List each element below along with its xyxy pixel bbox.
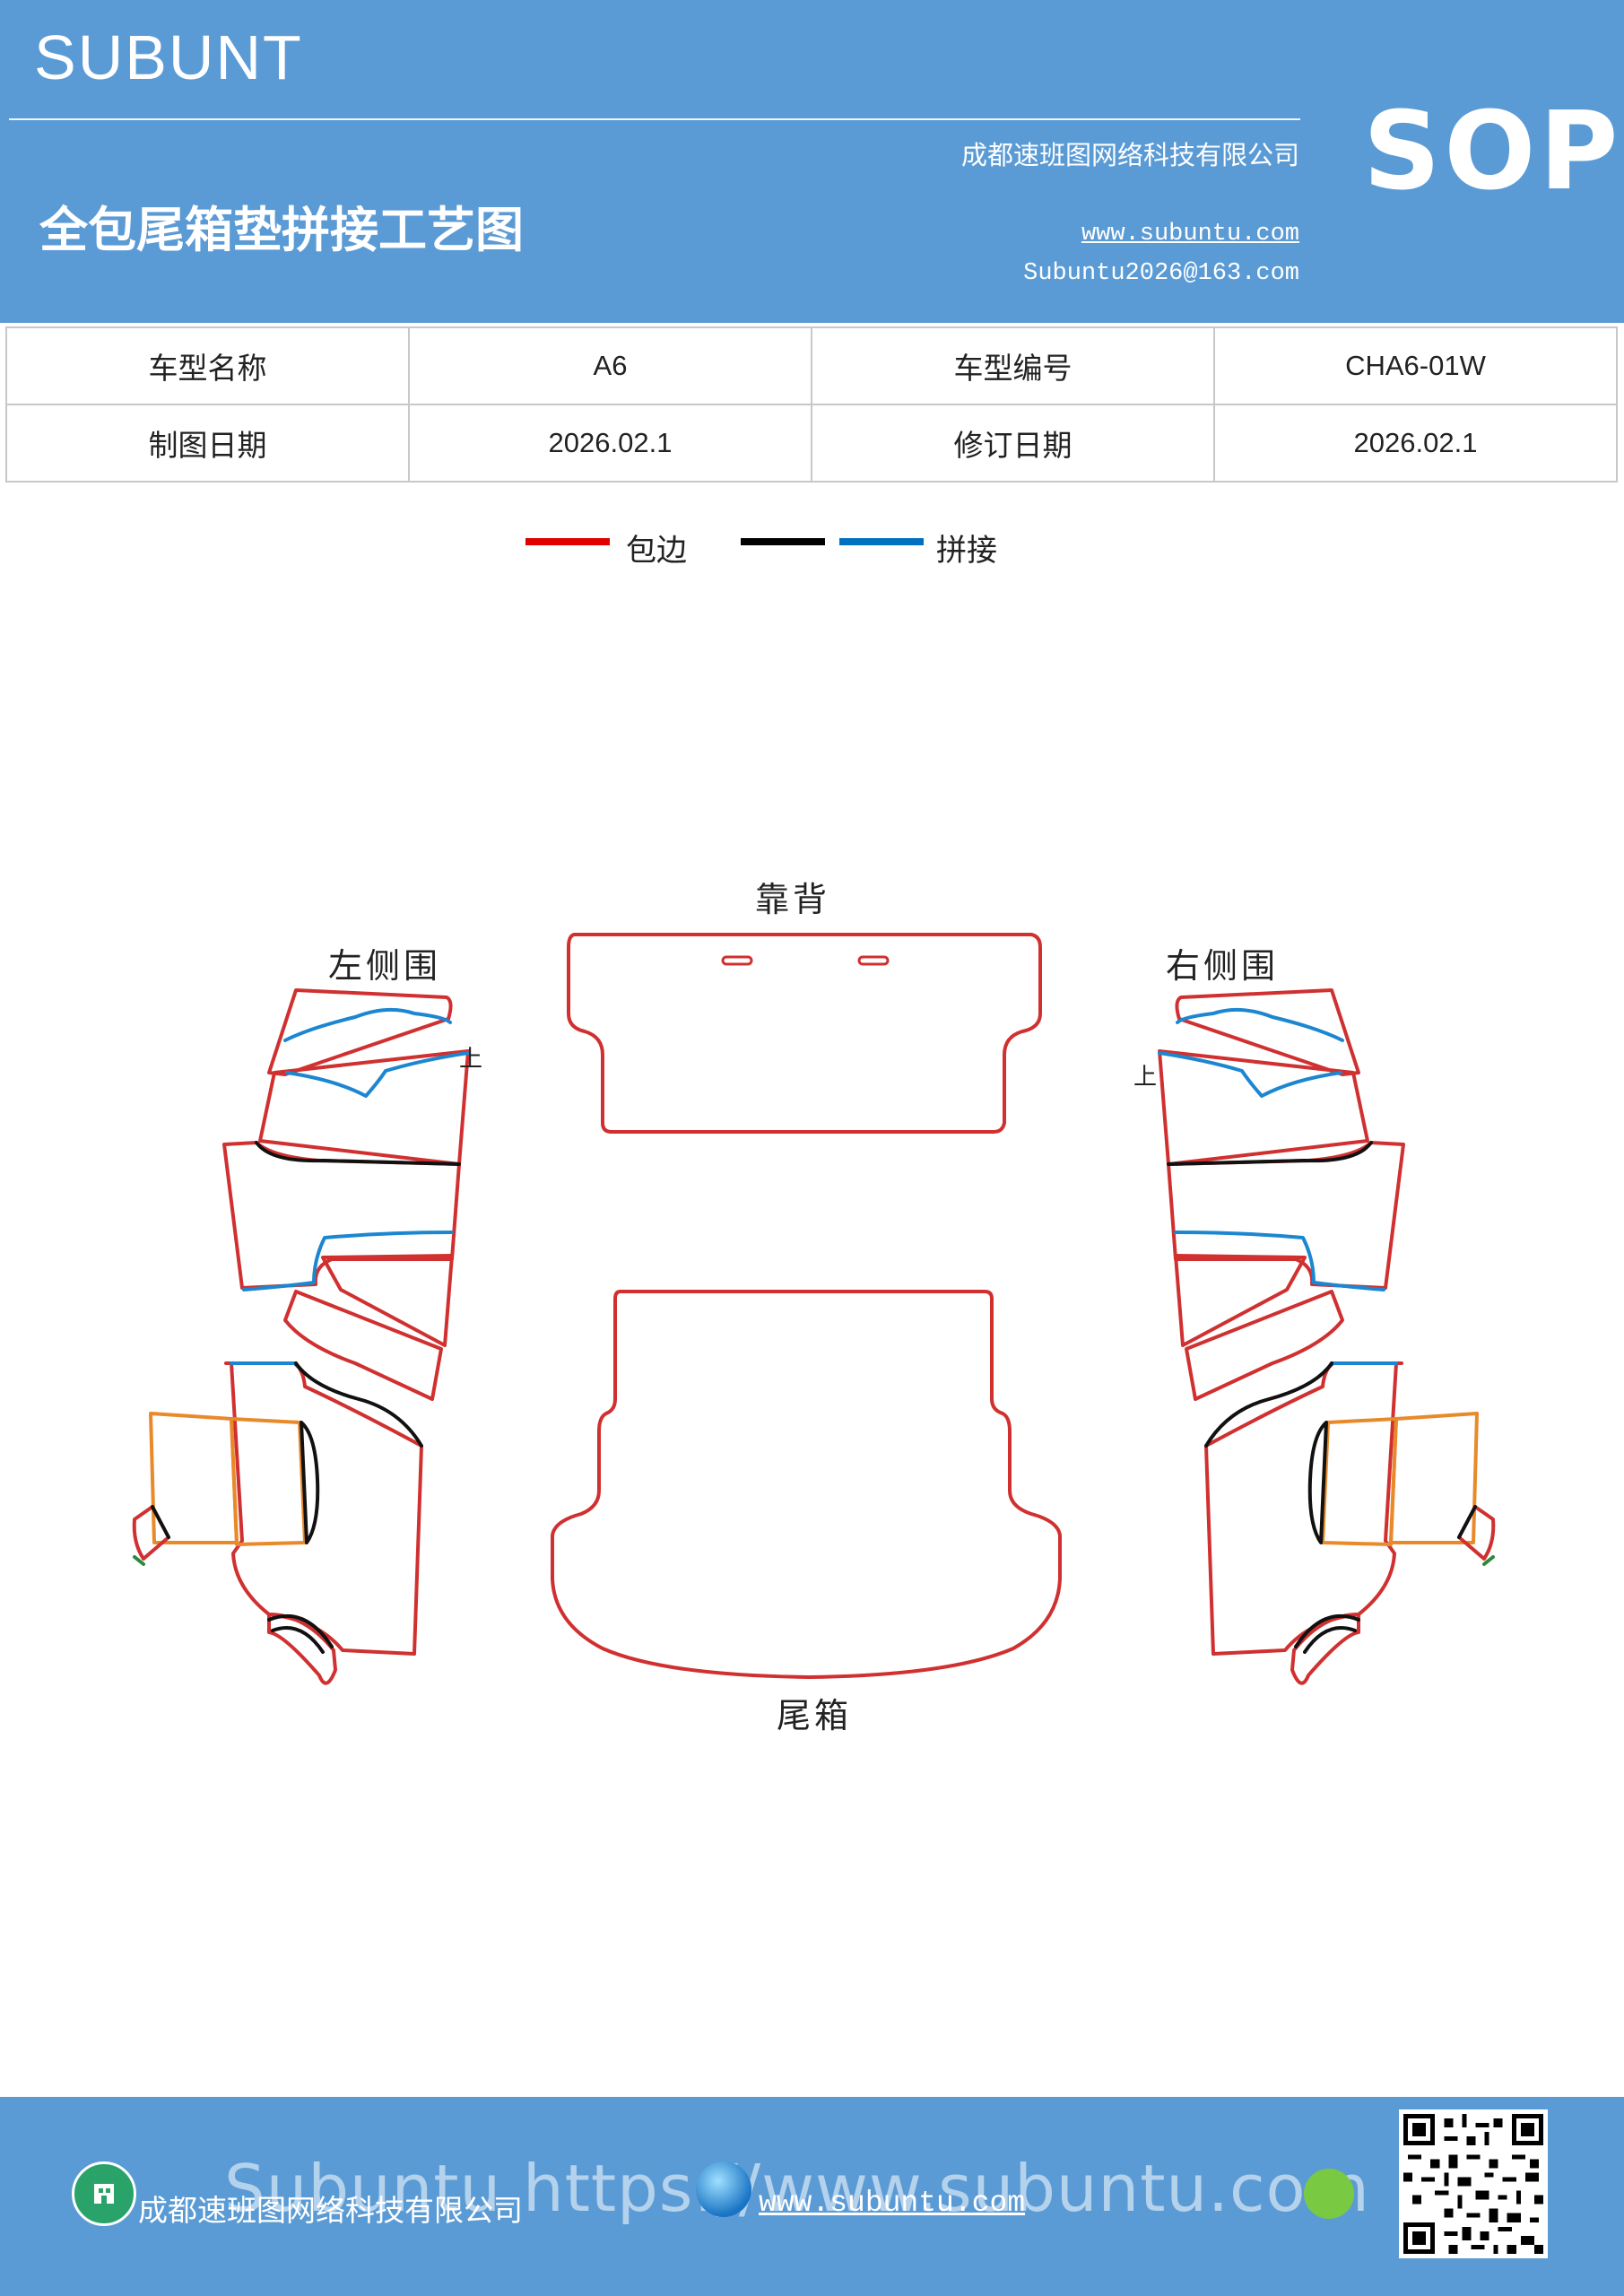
right-side-piece: [1185, 1290, 1344, 1401]
left-black-seam: [300, 1421, 320, 1544]
trunk-floor-piece: [551, 1290, 1062, 1679]
left-black-seam: [151, 1505, 170, 1539]
legend-swatch-red: [525, 538, 610, 545]
right-side-piece: [1158, 1049, 1369, 1166]
brand-name: SUBUNT: [34, 22, 303, 92]
up-mark-left: 上: [459, 1046, 483, 1073]
info-table: 车型名称 A6 车型编号 CHA6-01W 制图日期 2026.02.1 修订日…: [5, 326, 1618, 483]
legend: 包边 拼接: [0, 520, 1624, 574]
wechat-icon: [1304, 2169, 1354, 2219]
legend-label: 拼接: [936, 533, 997, 569]
left-black-seam: [294, 1361, 423, 1448]
table-cell: 修订日期: [811, 404, 1215, 483]
footer-url-link[interactable]: www.subuntu.com: [759, 2187, 1026, 2220]
table-cell: A6: [408, 326, 812, 405]
left-blue-seam: [283, 1007, 452, 1042]
left-side-piece: [267, 988, 453, 1076]
globe-icon: [696, 2161, 751, 2217]
left-side-piece: [283, 1290, 443, 1401]
header-company: 成都速班图网络科技有限公司: [960, 140, 1299, 170]
left-side-piece: [321, 1254, 454, 1347]
header-email: Subuntu2026@163.com: [1023, 260, 1299, 287]
footer-company: 成都速班图网络科技有限公司: [138, 2193, 523, 2228]
right-black-seam: [1303, 1626, 1357, 1654]
right-blue-seam: [1176, 1007, 1344, 1042]
header-url-link[interactable]: www.subuntu.com: [1081, 221, 1299, 248]
right-green-seam: [1482, 1555, 1495, 1566]
left-side-label: 左侧围: [328, 946, 442, 986]
backrest-slot: [721, 955, 753, 966]
table-cell: 制图日期: [5, 404, 410, 483]
table-cell: CHA6-01W: [1213, 326, 1618, 405]
table-row: 制图日期 2026.02.1 修订日期 2026.02.1: [5, 404, 1618, 483]
left-black-seam: [271, 1626, 325, 1654]
qr-code: [1399, 2109, 1548, 2258]
left-black-seam: [255, 1141, 461, 1166]
legend-label: 包边: [626, 533, 687, 569]
left-side-piece: [222, 1141, 461, 1290]
right-side-label: 右侧围: [1166, 946, 1280, 986]
left-side-piece: [258, 1049, 470, 1166]
left-side-piece: [267, 1613, 337, 1685]
right-side-piece: [1290, 1613, 1360, 1685]
page-title: 全包尾箱垫拼接工艺图: [39, 202, 524, 258]
backrest-piece: [567, 933, 1042, 1134]
table-cell: 车型编号: [811, 326, 1215, 405]
right-black-seam: [1204, 1361, 1333, 1448]
backrest-label: 靠背: [755, 880, 831, 919]
left-green-seam: [133, 1555, 145, 1566]
header-banner: SUBUNT 全包尾箱垫拼接工艺图 成都速班图网络科技有限公司 www.subu…: [0, 0, 1624, 323]
right-side-piece: [1167, 1141, 1405, 1290]
right-blue-seam: [1158, 1051, 1342, 1098]
left-side-piece: [149, 1412, 239, 1544]
right-blue-seam: [1174, 1231, 1385, 1292]
right-black-seam: [1294, 1613, 1360, 1648]
header-divider: [9, 118, 1300, 120]
right-black-seam: [1457, 1505, 1477, 1539]
left-blue-seam: [242, 1231, 454, 1292]
left-side-piece: [132, 1505, 170, 1561]
table-cell: 2026.02.1: [408, 404, 812, 483]
building-icon: [72, 2161, 136, 2226]
right-black-seam: [1167, 1141, 1373, 1166]
sop-badge: SOP: [1363, 90, 1622, 214]
trunk-label: 尾箱: [777, 1696, 853, 1735]
left-side-piece: [224, 1361, 423, 1656]
backrest-slot: [857, 955, 890, 966]
table-cell: 2026.02.1: [1213, 404, 1618, 483]
right-black-seam: [1307, 1421, 1328, 1544]
footer-watermark: Subuntu https://www.subuntu.com: [224, 2151, 1370, 2226]
left-black-seam: [267, 1613, 334, 1648]
right-side-piece: [1204, 1361, 1403, 1656]
table-cell: 车型名称: [5, 326, 410, 405]
right-side-piece: [1174, 1254, 1307, 1347]
right-side-piece: [1389, 1412, 1479, 1544]
legend-swatch-blue: [839, 538, 924, 545]
legend-swatch-black: [741, 538, 825, 545]
up-mark-right: 上: [1133, 1064, 1158, 1091]
footer-banner: Subuntu https://www.subuntu.com 成都速班图网络科…: [0, 2097, 1624, 2296]
left-blue-seam: [285, 1051, 470, 1098]
right-side-piece: [1457, 1505, 1496, 1561]
right-side-group: [1158, 988, 1496, 1685]
table-row: 车型名称 A6 车型编号 CHA6-01W: [5, 326, 1618, 405]
right-side-piece: [1175, 988, 1360, 1076]
